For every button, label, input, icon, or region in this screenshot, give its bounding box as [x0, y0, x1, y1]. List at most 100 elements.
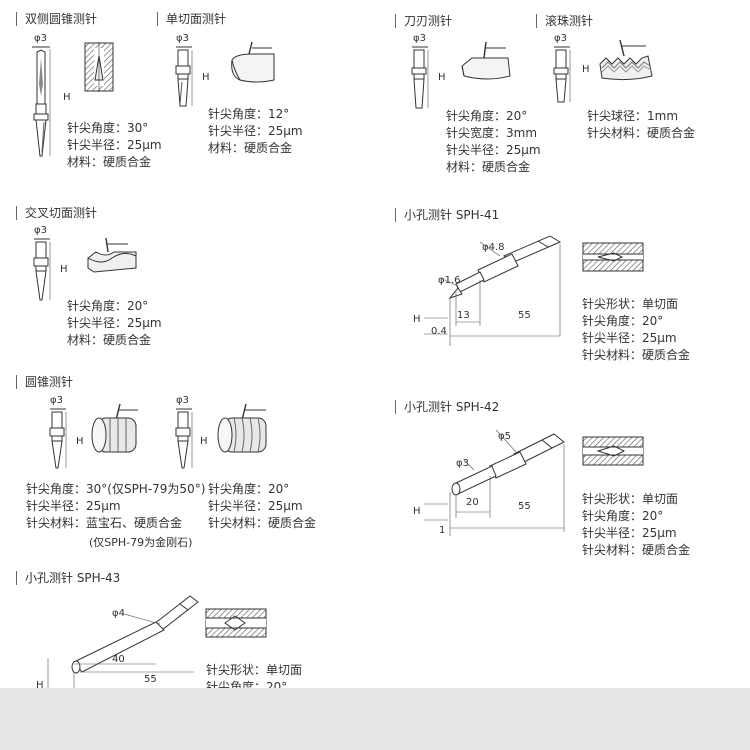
title-single-cut: 单切面测针 — [157, 12, 226, 26]
spec-line: 材料：硬质合金 — [67, 333, 152, 347]
spec-line: 针尖形状：单切面 — [582, 297, 679, 311]
single-cut-stylus-drawing — [175, 46, 193, 107]
specs-single-cut: 针尖角度：12° 针尖半径：25μm 材料：硬质合金 — [208, 106, 303, 157]
spec-line: 材料：硬质合金 — [67, 155, 152, 169]
title-ball: 滚珠测针 — [536, 14, 593, 28]
spec-line: 针尖角度：20° — [446, 109, 528, 123]
specs-cross-cut: 针尖角度：20° 针尖半径：25μm 材料：硬质合金 — [67, 298, 162, 349]
conical-stylus-drawing-a — [49, 408, 67, 469]
knife-edge-work-drawing — [461, 41, 511, 80]
specs-sph42: 针尖形状：单切面 针尖角度：20° 针尖半径：25μm 针尖材料：硬质合金 — [582, 491, 690, 559]
conical-work-drawing-b — [217, 403, 267, 453]
dim-h-sph42: H — [413, 506, 421, 517]
sph42-stylus-drawing — [424, 429, 565, 536]
h-label-cross-cut: H — [60, 264, 68, 275]
title-sph43: 小孔测针 SPH-43 — [16, 571, 120, 585]
h-label-conical-a: H — [76, 436, 84, 447]
dim-len13-sph41: 13 — [457, 310, 470, 321]
dim-d-large-sph42: φ5 — [498, 431, 511, 442]
specs-double-cone: 针尖角度：30° 针尖半径：25μm 材料：硬质合金 — [67, 120, 162, 171]
spec-line: 针尖材料：硬质合金 — [582, 543, 691, 557]
single-cut-work-drawing — [231, 41, 275, 83]
cross-cut-work-drawing — [87, 237, 137, 273]
sph43-stylus-drawing — [47, 595, 199, 692]
h-label-ball: H — [582, 64, 590, 75]
spec-line: 针尖材料：硬质合金 — [582, 348, 691, 362]
sph42-section-drawing — [582, 436, 644, 466]
spec-note-conical-a: (仅SPH-79为金刚石) — [89, 536, 193, 549]
spec-line: 针尖半径：25μm — [26, 499, 121, 513]
ball-work-drawing — [599, 39, 653, 81]
title-knife-edge: 刀刃测针 — [395, 14, 452, 28]
spec-line: 针尖半径：25μm — [67, 138, 162, 152]
h-label-single-cut: H — [202, 72, 210, 83]
spec-line: 针尖球径：1mm — [587, 109, 679, 123]
dia-label-ball: φ3 — [554, 33, 567, 44]
dim-len55-sph42: 55 — [518, 501, 531, 512]
h-label-conical-b: H — [200, 436, 208, 447]
spec-line: 针尖角度：12° — [208, 107, 290, 121]
dim-d-large-sph41: φ4.8 — [482, 242, 505, 253]
spec-line: 针尖角度：30°(仅SPH-79为50°) — [26, 482, 206, 496]
spec-line: 针尖角度：20° — [67, 299, 149, 313]
spec-line: 针尖材料：硬质合金 — [208, 516, 317, 530]
spec-line: 针尖半径：25μm — [582, 526, 677, 540]
dim-d-large-sph43: φ4 — [112, 608, 125, 619]
sph43-section-drawing — [205, 608, 267, 638]
dim-len20-sph42: 20 — [466, 497, 479, 508]
conical-work-drawing-a — [91, 403, 138, 453]
spec-line: 针尖材料：硬质合金 — [587, 126, 696, 140]
bottom-overlay-band — [0, 688, 750, 750]
double-cone-section-drawing — [84, 42, 114, 92]
spec-line: 针尖半径：25μm — [67, 316, 162, 330]
spec-line: 针尖半径：25μm — [446, 143, 541, 157]
h-label-knife-edge: H — [438, 72, 446, 83]
dim-len55-sph41: 55 — [518, 310, 531, 321]
spec-line: 针尖半径：25μm — [582, 331, 677, 345]
double-cone-stylus-drawing — [32, 46, 51, 157]
dia-label-cross-cut: φ3 — [34, 225, 47, 236]
dia-label-single-cut: φ3 — [176, 33, 189, 44]
specs-knife-edge: 针尖角度：20° 针尖宽度：3mm 针尖半径：25μm 材料：硬质合金 — [446, 108, 541, 176]
sph41-section-drawing — [582, 242, 644, 272]
dim-len04-sph41: 0.4 — [431, 326, 447, 337]
dim-h-sph41: H — [413, 314, 421, 325]
dia-label-double-cone: φ3 — [34, 33, 47, 44]
dim-h-sph43: H — [36, 680, 44, 691]
specs-sph41: 针尖形状：单切面 针尖角度：20° 针尖半径：25μm 针尖材料：硬质合金 — [582, 296, 690, 364]
ball-stylus-drawing — [553, 46, 571, 103]
spec-line: 针尖材料：蓝宝石、硬质合金 — [26, 516, 183, 530]
h-label-double-cone: H — [63, 92, 71, 103]
spec-line: 材料：硬质合金 — [446, 160, 531, 174]
specs-conical-b: 针尖角度：20° 针尖半径：25μm 针尖材料：硬质合金 — [208, 481, 316, 532]
spec-line: 材料：硬质合金 — [208, 141, 293, 155]
spec-line: 针尖半径：25μm — [208, 499, 303, 513]
spec-line: 针尖形状：单切面 — [206, 663, 303, 677]
title-cross-cut: 交叉切面测针 — [16, 206, 97, 220]
spec-line: 针尖宽度：3mm — [446, 126, 538, 140]
dim-d-small-sph42: φ3 — [456, 458, 469, 469]
conical-stylus-drawing-b — [175, 408, 193, 469]
specs-conical-a: 针尖角度：30°(仅SPH-79为50°) 针尖半径：25μm 针尖材料：蓝宝石… — [26, 481, 205, 532]
spec-line: 针尖角度：20° — [208, 482, 290, 496]
spec-line: 针尖角度：30° — [67, 121, 149, 135]
spec-line: 针尖角度：20° — [582, 314, 664, 328]
cross-cut-stylus-drawing — [33, 238, 51, 301]
dia-label-conical-a: φ3 — [50, 395, 63, 406]
title-double-cone: 双侧圆锥测针 — [16, 12, 97, 26]
dia-label-knife-edge: φ3 — [413, 33, 426, 44]
dim-len40-sph43: 40 — [112, 654, 125, 665]
spec-line: 针尖形状：单切面 — [582, 492, 679, 506]
sph41-stylus-drawing — [424, 235, 562, 346]
dia-label-conical-b: φ3 — [176, 395, 189, 406]
specs-ball: 针尖球径：1mm 针尖材料：硬质合金 — [587, 108, 695, 142]
title-sph41: 小孔测针 SPH-41 — [395, 208, 499, 222]
title-conical: 圆锥测针 — [16, 375, 73, 389]
dim-len1-sph42: 1 — [439, 525, 446, 536]
title-sph42: 小孔测针 SPH-42 — [395, 400, 499, 414]
spec-line: 针尖半径：25μm — [208, 124, 303, 138]
knife-edge-stylus-drawing — [411, 46, 429, 109]
spec-line: 针尖角度：20° — [582, 509, 664, 523]
dim-len55-sph43: 55 — [144, 674, 157, 685]
dim-d-small-sph41: φ1.6 — [438, 275, 461, 286]
